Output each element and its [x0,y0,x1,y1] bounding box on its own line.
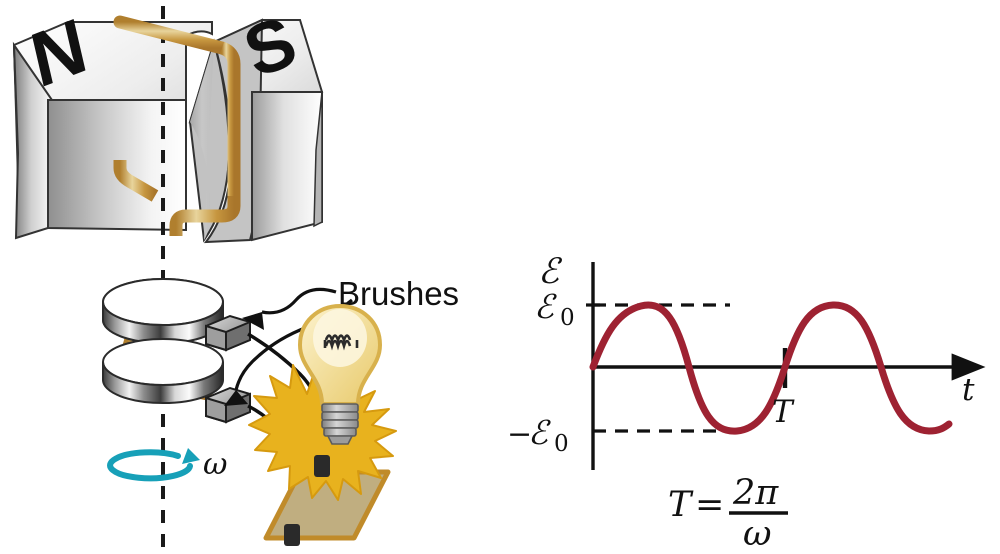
emf-peak-symbol: ℰ [534,287,557,326]
generator-illustration: N S [12,1,459,548]
emf-trough-symbol: ℰ [528,413,551,452]
formula-lhs: T [668,485,694,525]
brushes-label: Brushes [338,275,459,312]
slip-ring-upper [101,278,225,344]
formula-numerator: 2π [732,473,779,513]
rotation-arrow-icon [107,448,200,482]
period-tick-label: T [772,394,795,430]
formula-equals: = [695,485,724,525]
formula-denominator: ω [743,514,772,554]
slip-ring-lower [102,338,224,404]
chart-xlabel: t [962,372,975,408]
south-pole-magnet: S [188,1,324,244]
emf-trough-subscript: 0 [554,431,569,457]
emf-trough-minus: − [507,417,532,452]
light-bulb [297,303,383,445]
ytick-label-trough: − ℰ 0 [507,413,569,457]
brush-block-upper [205,314,251,352]
chart-ylabel: ℰ [538,252,563,292]
terminal-post-left [284,524,300,546]
terminal-post-right [314,455,330,477]
emf-waveform-chart: ℰ ℰ 0 − ℰ 0 t T T = 2π ω [507,252,986,554]
ytick-label-peak: ℰ 0 [534,287,575,331]
omega-label: ω [203,447,227,482]
bulb-filament-icon [323,334,359,351]
emf-peak-subscript: 0 [560,305,575,331]
period-formula: T = 2π ω [668,473,788,554]
emf-sine-curve [589,301,953,435]
